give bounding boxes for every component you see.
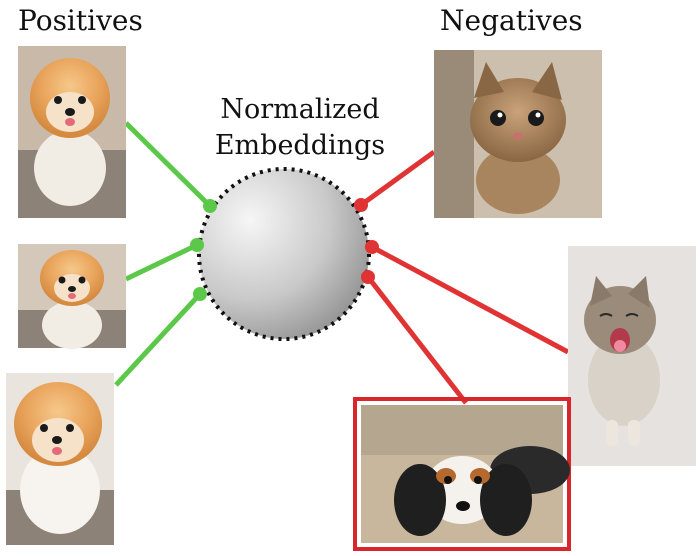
embedding-sphere xyxy=(197,167,371,341)
negative-line-3 xyxy=(366,275,468,405)
negative-image-2 xyxy=(568,246,696,466)
negative-image-1 xyxy=(434,50,602,218)
negative-dot-3 xyxy=(361,270,375,284)
negative-line-1 xyxy=(359,149,436,208)
negative-line-2 xyxy=(370,244,570,355)
negative-dots xyxy=(354,198,379,284)
positive-dot-3 xyxy=(193,287,207,301)
positive-image-1 xyxy=(18,46,126,218)
positive-line-2 xyxy=(124,242,199,282)
embeddings-title-line2: Embeddings xyxy=(214,130,386,161)
negatives-title: Negatives xyxy=(440,4,583,37)
positive-image-2 xyxy=(18,244,126,349)
negative-image-3 xyxy=(353,397,571,551)
positives-title: Positives xyxy=(18,4,143,37)
negative-lines xyxy=(359,149,570,405)
positive-image-3 xyxy=(6,373,114,545)
embeddings-title-line1: Normalized xyxy=(220,94,380,125)
positive-line-1 xyxy=(124,121,212,208)
positive-dot-1 xyxy=(203,199,217,213)
positive-dots xyxy=(190,199,217,301)
negative-dot-1 xyxy=(354,198,368,212)
positive-dot-2 xyxy=(190,238,204,252)
positive-line-3 xyxy=(114,292,202,387)
negative-dot-2 xyxy=(365,240,379,254)
positive-lines xyxy=(114,121,212,387)
